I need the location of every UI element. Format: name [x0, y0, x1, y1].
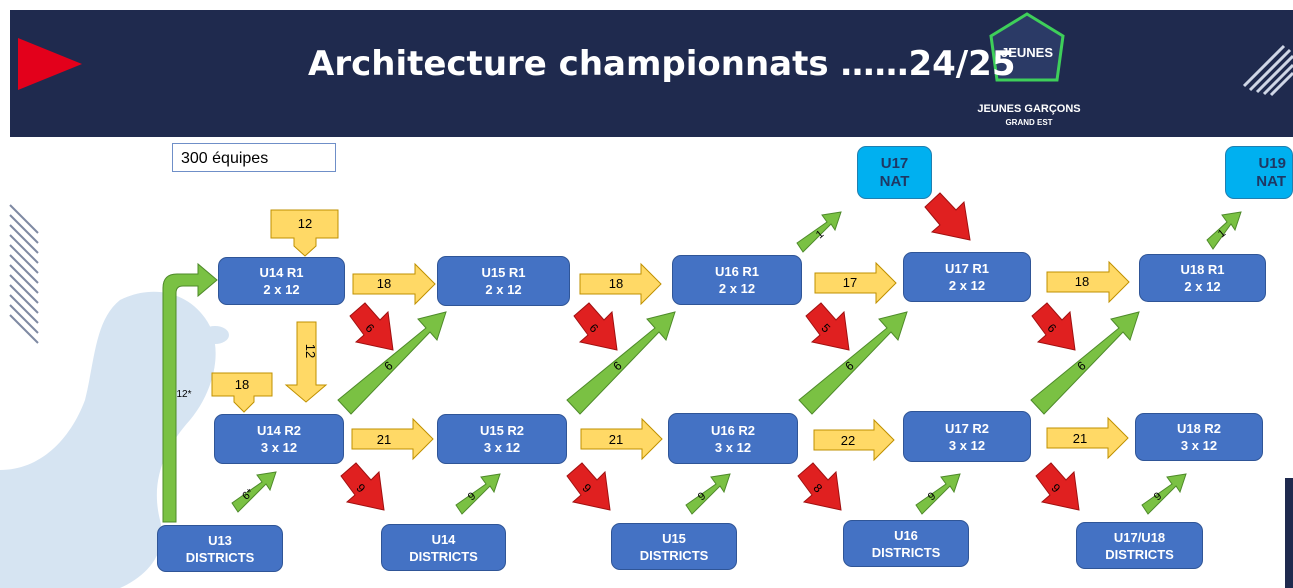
red-arrows	[340, 192, 1080, 511]
node-sublabel: DISTRICTS	[1105, 546, 1174, 562]
node-label: U18 R2	[1176, 421, 1222, 436]
team-count-box: 300 équipes	[172, 143, 336, 172]
edge-decor	[1285, 478, 1293, 588]
flow-into-u14r2: 18	[235, 377, 249, 392]
node-sublabel: NAT	[879, 172, 910, 190]
logo-line2: GRAND EST	[1005, 118, 1052, 127]
node-sublabel: 2 x 12	[948, 278, 986, 293]
play-triangle-icon	[18, 38, 82, 90]
node-sublabel: DISTRICTS	[639, 547, 709, 563]
node-u15-r2: U15 R2 3 x 12	[437, 414, 567, 464]
node-label: U14 R2	[256, 423, 302, 438]
node-label: U14 R1	[259, 265, 304, 280]
flow-u13-u14r1: 12*	[176, 389, 191, 400]
logo-line1: JEUNES GARÇONS	[977, 103, 1080, 115]
flow-u17r1-u18r1: 18	[1075, 274, 1089, 289]
node-u16-r1: U16 R1 2 x 12	[672, 255, 802, 305]
node-label: U17 R1	[944, 261, 990, 276]
header-banner	[10, 10, 1293, 137]
node-sublabel: NAT	[1256, 172, 1286, 190]
yellow-arrows-r2	[351, 416, 1129, 462]
node-sublabel: DISTRICTS	[409, 548, 478, 564]
stripes-icon	[1242, 44, 1293, 97]
node-label: U16 R1	[714, 264, 760, 279]
node-sublabel: 2 x 12	[485, 282, 522, 297]
node-label: U16	[894, 527, 918, 543]
jeunes-logo: JEUNES JEUNES GARÇONS GRAND EST	[977, 12, 1081, 127]
node-sublabel: 3 x 12	[483, 440, 521, 455]
flow-u15r2-u16r2: 21	[609, 432, 623, 447]
node-u17-r1: U17 R1 2 x 12	[903, 252, 1031, 302]
flow-u14r1-u14r2: 12	[303, 344, 318, 358]
rooster-watermark	[0, 291, 229, 588]
flow-u14r1-u15r1: 18	[377, 276, 391, 291]
node-sublabel: 3 x 12	[1180, 438, 1218, 453]
hatch-decor	[9, 204, 39, 344]
node-label: U16 R2	[710, 422, 756, 438]
node-label: U17/U18	[1113, 529, 1166, 545]
flow-u17r2-u18r2: 21	[1073, 431, 1087, 446]
node-label: U15	[662, 530, 686, 546]
node-u18-r2: U18 R2 3 x 12	[1135, 413, 1263, 461]
node-label: U14	[431, 531, 456, 547]
node-sublabel: 2 x 12	[263, 282, 300, 297]
node-u14-r1: U14 R1 2 x 12	[218, 257, 345, 305]
node-u14-r2: U14 R2 3 x 12	[214, 414, 344, 464]
flow-u16r2-u17r2: 22	[841, 433, 855, 448]
node-label: U17	[880, 154, 909, 172]
flow-u15r1-u16r1: 18	[609, 276, 623, 291]
yellow-arrows-vertical	[211, 209, 339, 413]
flow-into-u14r1: 12	[298, 216, 312, 231]
header-decor: JEUNES JEUNES GARÇONS GRAND EST	[18, 12, 1293, 127]
node-sublabel: 3 x 12	[714, 439, 752, 455]
green-arrows-small	[231, 211, 1242, 515]
node-sublabel: DISTRICTS	[871, 544, 941, 560]
node-sublabel: DISTRICTS	[185, 549, 255, 565]
node-u18-r1: U18 R1 2 x 12	[1139, 254, 1266, 302]
node-label: U19	[1258, 154, 1286, 172]
green-arrows-up	[337, 311, 1140, 415]
node-label: U17 R2	[944, 420, 990, 436]
page-title: Architecture championnats ……24/25	[308, 44, 1016, 84]
node-sublabel: 2 x 12	[1184, 279, 1221, 294]
node-label: U15 R2	[479, 423, 525, 438]
node-u15-r1: U15 R1 2 x 12	[437, 256, 570, 306]
node-label: U13	[208, 532, 232, 548]
node-sublabel: 2 x 12	[718, 281, 756, 296]
green-arrow-u13-u14r1	[162, 262, 218, 523]
flow-u16r1-u17r1: 17	[843, 275, 857, 290]
logo-badge: JEUNES	[1001, 45, 1053, 60]
yellow-arrows-r1	[352, 260, 1130, 306]
flow-u14r2-u15r2: 21	[377, 432, 391, 447]
node-label: U18 R1	[1180, 262, 1225, 277]
node-sublabel: 3 x 12	[948, 437, 986, 453]
node-sublabel: 3 x 12	[260, 440, 298, 455]
node-label: U15 R1	[481, 265, 526, 280]
